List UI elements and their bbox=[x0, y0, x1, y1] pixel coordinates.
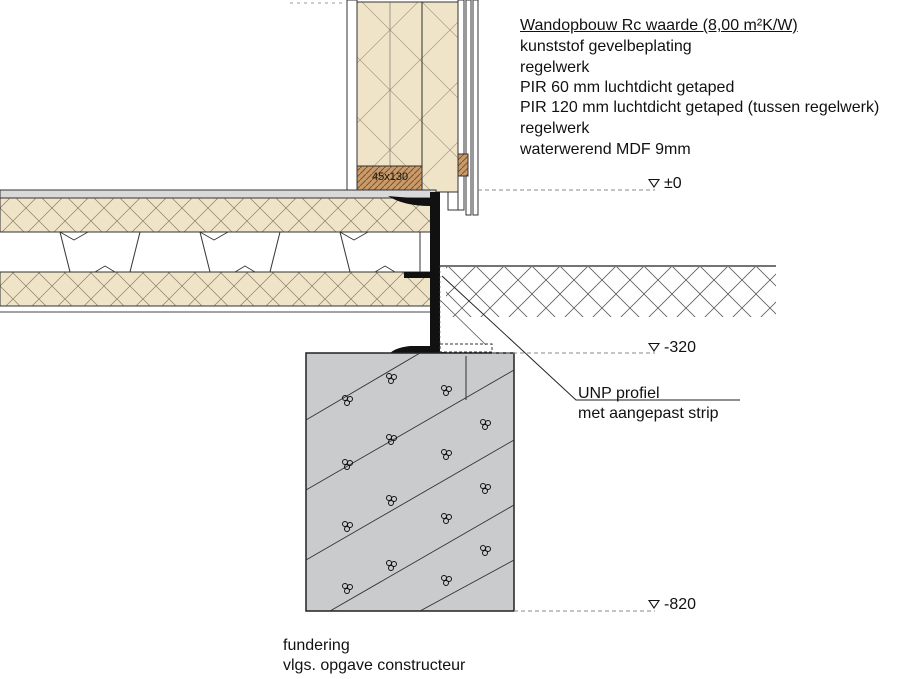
unp-steel-profile bbox=[388, 192, 493, 356]
level-marker-320: -320 bbox=[648, 339, 696, 357]
wall-layer-1: kunststof gevelbeplating bbox=[520, 38, 692, 55]
concrete-foundation bbox=[305, 352, 515, 612]
wall-layer-5: regelwerk bbox=[520, 120, 590, 137]
unp-label-line-2: met aangepast strip bbox=[578, 405, 719, 422]
level-triangle-icon bbox=[648, 600, 660, 610]
level-zero-text: ±0 bbox=[664, 175, 682, 192]
foundation-label-line-2: vlgs. opgave constructeur bbox=[283, 657, 466, 674]
level-320-text: -320 bbox=[664, 339, 697, 356]
level-marker-820: -820 bbox=[648, 596, 696, 614]
wall-layer-2: regelwerk bbox=[520, 59, 590, 76]
level-triangle-icon bbox=[648, 343, 660, 353]
floor-section bbox=[0, 189, 437, 313]
level-820-text: -820 bbox=[664, 596, 697, 613]
level-triangle-icon bbox=[648, 179, 660, 189]
wall-section bbox=[290, 0, 479, 216]
wall-layer-4: PIR 120 mm luchtdicht getaped (tussen re… bbox=[520, 99, 880, 116]
wall-layer-6: waterwerend MDF 9mm bbox=[520, 141, 691, 158]
level-marker-zero: ±0 bbox=[648, 175, 682, 193]
soil-hatch bbox=[439, 265, 776, 346]
timber-size-label: 45x130 bbox=[372, 171, 409, 183]
level-lines bbox=[478, 189, 655, 612]
wall-layer-3: PIR 60 mm luchtdicht getaped bbox=[520, 79, 735, 96]
unp-leader-line bbox=[441, 275, 740, 401]
foundation-label-line-1: fundering bbox=[283, 637, 350, 654]
wall-spec-title: Wandopbouw Rc waarde (8,00 m²K/W) bbox=[520, 17, 798, 34]
unp-label-line-1: UNP profiel bbox=[578, 385, 660, 402]
